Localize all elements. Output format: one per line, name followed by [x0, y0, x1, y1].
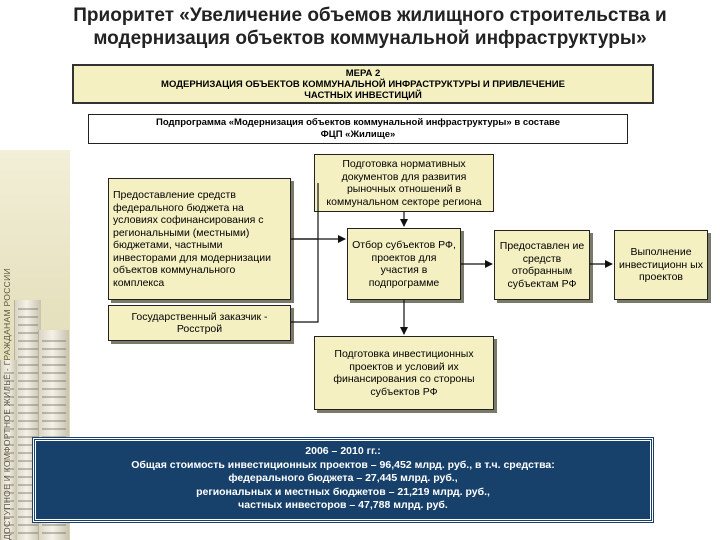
- project-execution-text: Выполнение инвестиционн ых проектов: [619, 246, 703, 284]
- title-line-1: Приоритет «Увеличение объемов жилищного …: [73, 5, 667, 26]
- summary-federal: федерального бюджета – 27,445 млрд. руб.…: [228, 472, 458, 484]
- measure-number: МЕРА 2: [345, 67, 381, 79]
- title-line-2: модернизация объектов коммунальной инфра…: [93, 28, 647, 49]
- selection-box: Отбор субъектов РФ, проектов для участия…: [347, 228, 461, 300]
- summary-period: 2006 – 2010 гг.:: [305, 445, 381, 457]
- normative-docs-box: Подготовка нормативных документов для ра…: [314, 154, 494, 212]
- building-image: [0, 360, 17, 540]
- arrow-federal-to-normative: [291, 183, 319, 240]
- investment-prep-box: Подготовка инвестиционных проектов и усл…: [314, 336, 494, 410]
- subprogram-line-2: ФЦП «Жилище»: [320, 129, 396, 140]
- state-customer-box: Государственный заказчик - Росстрой: [108, 305, 291, 341]
- federal-funds-box: Предоставление средств федерального бюдж…: [108, 178, 291, 300]
- funds-provision-box: Предоставлен ие средств отобранным субъе…: [494, 230, 590, 300]
- measure-title-line-1: МОДЕРНИЗАЦИЯ ОБЪЕКТОВ КОММУНАЛЬНОЙ ИНФРА…: [161, 78, 565, 90]
- measure-box: МЕРА 2 МОДЕРНИЗАЦИЯ ОБЪЕКТОВ КОММУНАЛЬНО…: [72, 64, 654, 104]
- state-customer-text: Государственный заказчик - Росстрой: [131, 310, 268, 336]
- summary-regional: региональных и местных бюджетов – 21,219…: [196, 485, 490, 498]
- project-execution-box: Выполнение инвестиционн ых проектов: [614, 230, 708, 300]
- measure-title-line-2: ЧАСТНЫХ ИНВЕСТИЦИЙ: [304, 89, 422, 101]
- summary-private: частных инвесторов – 47,788 млрд. руб.: [238, 499, 448, 511]
- subprogram-line-1: Подпрограмма «Модернизация объектов комм…: [155, 117, 561, 128]
- investment-prep-text: Подготовка инвестиционных проектов и усл…: [333, 348, 475, 398]
- federal-funds-text: Предоставление средств федерального бюдж…: [113, 189, 271, 289]
- selection-text: Отбор субъектов РФ, проектов для участия…: [352, 239, 456, 289]
- page-title: Приоритет «Увеличение объемов жилищного …: [40, 4, 700, 50]
- arrow-link-customer: [291, 239, 319, 323]
- summary-total: Общая стоимость инвестиционных проектов …: [131, 458, 555, 471]
- funds-provision-text: Предоставлен ие средств отобранным субъе…: [499, 240, 585, 290]
- normative-docs-text: Подготовка нормативных документов для ра…: [326, 158, 482, 208]
- summary-box: 2006 – 2010 гг.: Общая стоимость инвести…: [32, 437, 654, 523]
- subprogram-box: Подпрограмма «Модернизация объектов комм…: [88, 114, 628, 144]
